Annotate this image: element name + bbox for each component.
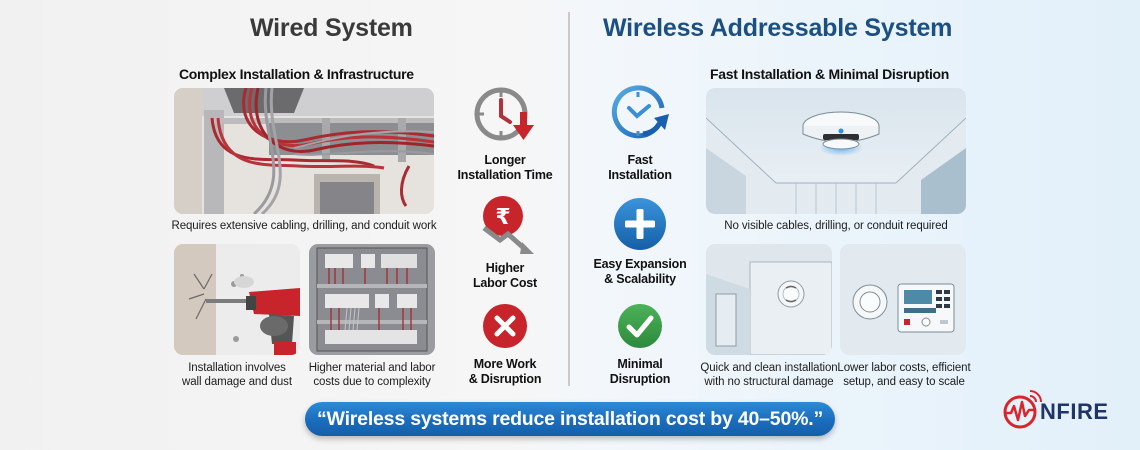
center-divider	[568, 12, 570, 386]
icon-label-line: Disruption	[609, 372, 671, 386]
wired-sub-caption-2: Higher material and labor costs due to c…	[298, 361, 446, 389]
wall-drilling-image	[174, 244, 300, 355]
cost-reduction-quote-banner: “Wireless systems reduce installation co…	[305, 402, 835, 436]
wireless-sub-caption-2: Lower labor costs, efficient setup, and …	[836, 361, 972, 389]
clock-up-icon	[611, 85, 669, 139]
icon-label-line: Easy Expansion	[593, 257, 687, 271]
caption-line: wall damage and dust	[182, 376, 292, 388]
icon-label-line: Installation	[608, 168, 672, 182]
caption-line: Lower labor costs, efficient	[837, 362, 971, 374]
nfire-logo-mark-icon	[1003, 390, 1042, 429]
icon-label-line: Minimal	[617, 357, 663, 371]
wireless-main-caption: No visible cables, drilling, or conduit …	[724, 220, 948, 232]
wireless-detector-image	[706, 88, 966, 214]
wired-icon-higher-cost: ₹ Higher Labor Cost	[450, 194, 560, 291]
wireless-subtitle: Fast Installation & Minimal Disruption	[710, 66, 950, 82]
wired-cabling-image	[174, 88, 434, 214]
caption-line: Higher material and labor	[308, 362, 436, 374]
icon-label-line: Higher	[485, 261, 525, 275]
x-circle-icon	[483, 304, 527, 348]
wireless-sub-caption-1: Quick and clean installation with no str…	[700, 361, 838, 389]
rupee-down-icon: ₹	[482, 196, 534, 254]
wired-icon-longer-time: Longer Installation Time	[450, 82, 560, 183]
clock-down-icon	[474, 87, 534, 141]
icon-label-line: & Scalability	[604, 272, 676, 286]
wired-system-title: Wired System	[250, 14, 413, 42]
icon-label-line: Labor Cost	[473, 276, 537, 290]
plus-circle-icon	[614, 198, 666, 250]
icon-label-line: & Disruption	[468, 372, 542, 386]
caption-line: Installation involves	[188, 362, 286, 374]
caption-line: with no structural damage	[704, 376, 834, 388]
check-circle-icon	[618, 304, 662, 348]
icon-label-line: More Work	[473, 357, 537, 371]
wireless-icon-expansion: Easy Expansion & Scalability	[585, 196, 695, 287]
wired-sub-caption-1: Installation involves wall damage and du…	[170, 361, 304, 389]
icon-label-line: Fast	[627, 153, 653, 167]
wall-detector-image	[706, 244, 832, 355]
wired-main-caption: Requires extensive cabling, drilling, an…	[171, 220, 437, 232]
wireless-icon-fast-install: Fast Installation	[585, 82, 695, 183]
caption-line: Quick and clean installation	[700, 362, 838, 374]
icon-label-line: Longer	[484, 153, 526, 167]
wired-subtitle: Complex Installation & Infrastructure	[179, 66, 414, 82]
nfire-logo: NFIRE	[1000, 388, 1120, 432]
wireless-icon-minimal-disruption: Minimal Disruption	[585, 302, 695, 387]
icon-label-line: Installation Time	[457, 168, 553, 182]
caption-line: costs due to complexity	[313, 376, 431, 388]
wired-icon-more-work: More Work & Disruption	[450, 302, 560, 387]
electrical-panel-image	[309, 244, 435, 355]
nfire-logo-text: NFIRE	[1040, 399, 1109, 424]
detector-and-control-panel-image	[840, 244, 966, 355]
wireless-system-title: Wireless Addressable System	[603, 14, 953, 42]
caption-line: setup, and easy to scale	[843, 376, 965, 388]
svg-text:₹: ₹	[495, 205, 510, 230]
